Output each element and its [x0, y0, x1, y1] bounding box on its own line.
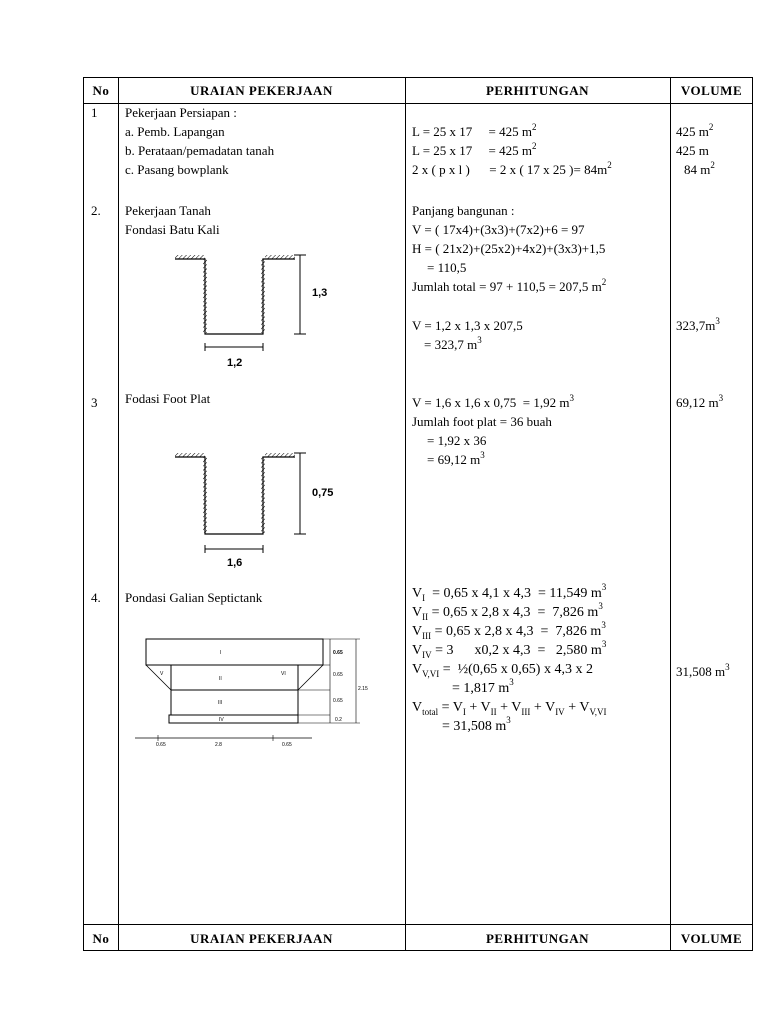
trench-width-label: 1,2 [227, 357, 242, 369]
section-label-5: V [160, 671, 164, 677]
footplat-height-label: 0,75 [312, 487, 333, 499]
row3-calc-count: Jumlah foot plat = 36 buah [412, 414, 552, 429]
footer-divider [84, 924, 752, 925]
row4-calc-total-result: = 31,508 m3 [442, 715, 511, 734]
row2-volume-calc: V = 1,2 x 1,3 x 207,5 = 323,7 m3 [412, 316, 523, 354]
section-label-2: II [219, 676, 222, 682]
trench-diagram-batu-kali: 1,3 1,2 [175, 254, 327, 369]
footer-uraian: URAIAN PEKERJAAN [190, 931, 333, 946]
row2-calculation: Panjang bangunan : V = ( 17x4)+(3x3)+(7x… [412, 201, 606, 296]
row1-item: a. Pemb. Lapangan [125, 124, 225, 139]
row3-calc-res: = 69,12 m3 [427, 449, 485, 467]
footer-volume: VOLUME [680, 931, 743, 946]
row4-volume: 31,508 m3 [676, 661, 730, 679]
row4-calc-total: Vtotal = VI + VII + VIII + VIV + VV,VI [412, 700, 607, 717]
row1-item: b. Perataan/pemadatan tanah [125, 143, 275, 158]
footer-perhitungan: PERHITUNGAN [485, 931, 589, 946]
col-divider [670, 78, 671, 950]
footplat-width-label: 1,6 [227, 557, 242, 569]
depth-label-2: 0.65 [333, 672, 343, 678]
header-no: No [92, 83, 110, 98]
row2-calc-total: Jumlah total = 97 + 110,5 = 207,5 m2 [412, 276, 607, 294]
row4-calc-v1: VI = 0,65 x 4,1 x 4,3 = 11,549 m3 [412, 582, 607, 603]
row3-title: Fodasi Foot Plat [125, 391, 211, 406]
depth-label-1: 0.65 [333, 650, 343, 656]
row2-no: 2. [91, 203, 101, 218]
row2-calc-h2: = 110,5 [427, 260, 467, 275]
row4-calculation: VI = 0,65 x 4,1 x 4,3 = 11,549 m3 VII = … [412, 582, 607, 736]
row1-title: Pekerjaan Persiapan : [125, 105, 237, 120]
row3-no: 3 [91, 395, 98, 410]
col-divider [405, 78, 406, 950]
section-label-1: I [220, 650, 221, 656]
depth-label-3: 0.65 [333, 698, 343, 704]
header-uraian: URAIAN PEKERJAAN [190, 83, 333, 98]
row1-volume-line: 425 m2 [676, 121, 714, 139]
row2-calc-h: H = ( 21x2)+(25x2)+4x2)+(3x3)+1,5 [412, 241, 606, 256]
col-divider [118, 78, 119, 950]
width-label-3: 0.65 [282, 742, 292, 748]
row2-title: Pekerjaan Tanah [125, 203, 211, 218]
section-label-6: VI [281, 671, 286, 677]
row2-volume: 323,7m3 [676, 315, 720, 333]
row4-calc-v5: VV,VI = ½(0,65 x 0,65) x 4,3 x 2 [412, 662, 593, 679]
row1-item: c. Pasang bowplank [125, 162, 229, 177]
row2-calc-v: V = ( 17x4)+(3x3)+(7x2)+6 = 97 [412, 222, 585, 237]
depth-label-4: 0.2 [335, 717, 342, 723]
row1-volume-line: 425 m [676, 143, 709, 158]
row3-volume: 69,12 m3 [676, 392, 724, 410]
row1-calc-line: L = 25 x 17 = 425 m2 [412, 140, 537, 158]
row1-volume-line: 84 m2 [684, 159, 715, 177]
width-label-2: 2.8 [215, 742, 222, 748]
row2-calc-vol2: = 323,7 m3 [424, 334, 482, 352]
work-table [83, 77, 753, 951]
row3-calc-mult: = 1,92 x 36 [427, 433, 487, 448]
header-divider [84, 103, 752, 104]
section-label-3: III [218, 700, 222, 706]
row4-title: Pondasi Galian Septictank [125, 590, 263, 605]
row2-calc-heading: Panjang bangunan : [412, 203, 515, 218]
row2-calc-vol: V = 1,2 x 1,3 x 207,5 [412, 318, 523, 333]
row4-calc-v5-result: = 1,817 m3 [452, 677, 514, 696]
row2-description: Pekerjaan Tanah Fondasi Batu Kali [125, 201, 220, 239]
row2-subtitle: Fondasi Batu Kali [125, 222, 220, 237]
row1-description: Pekerjaan Persiapan : a. Pemb. Lapangan … [125, 103, 274, 179]
row4-calc-v4: VIV = 3 x0,2 x 4,3 = 2,580 m3 [412, 639, 607, 660]
header-volume: VOLUME [680, 83, 743, 98]
row4-calc-v3: VIII = 0,65 x 2,8 x 4,3 = 7,826 m3 [412, 620, 606, 641]
depth-total-label: 2.15 [358, 686, 368, 692]
row1-calculation: L = 25 x 17 = 425 m2 L = 25 x 17 = 425 m… [412, 122, 612, 179]
width-label-1: 0.65 [156, 742, 166, 748]
row4-no: 4. [91, 590, 101, 605]
row4-calc-v2: VII = 0,65 x 2,8 x 4,3 = 7,826 m3 [412, 601, 603, 622]
footer-no: No [92, 931, 110, 946]
row1-volume: 425 m2 425 m 84 m2 [676, 122, 715, 179]
septictank-section-diagram: I II III IV V VI 0.65 0.65 0.65 0.2 2.15… [135, 638, 368, 748]
row3-calculation: V = 1,6 x 1,6 x 0,75 = 1,92 m3 Jumlah fo… [412, 393, 574, 469]
trench-diagram-foot-plat: 0,75 1,6 [175, 452, 333, 569]
row1-calc-line: 2 x ( p x l ) = 2 x ( 17 x 25 )= 84m2 [412, 159, 612, 177]
row3-calc-v: V = 1,6 x 1,6 x 0,75 = 1,92 m3 [412, 392, 574, 410]
row1-calc-line: L = 25 x 17 = 425 m2 [412, 121, 537, 139]
header-perhitungan: PERHITUNGAN [485, 83, 589, 98]
section-label-4: IV [219, 717, 224, 723]
row1-no: 1 [91, 105, 98, 120]
trench-height-label: 1,3 [312, 287, 327, 299]
